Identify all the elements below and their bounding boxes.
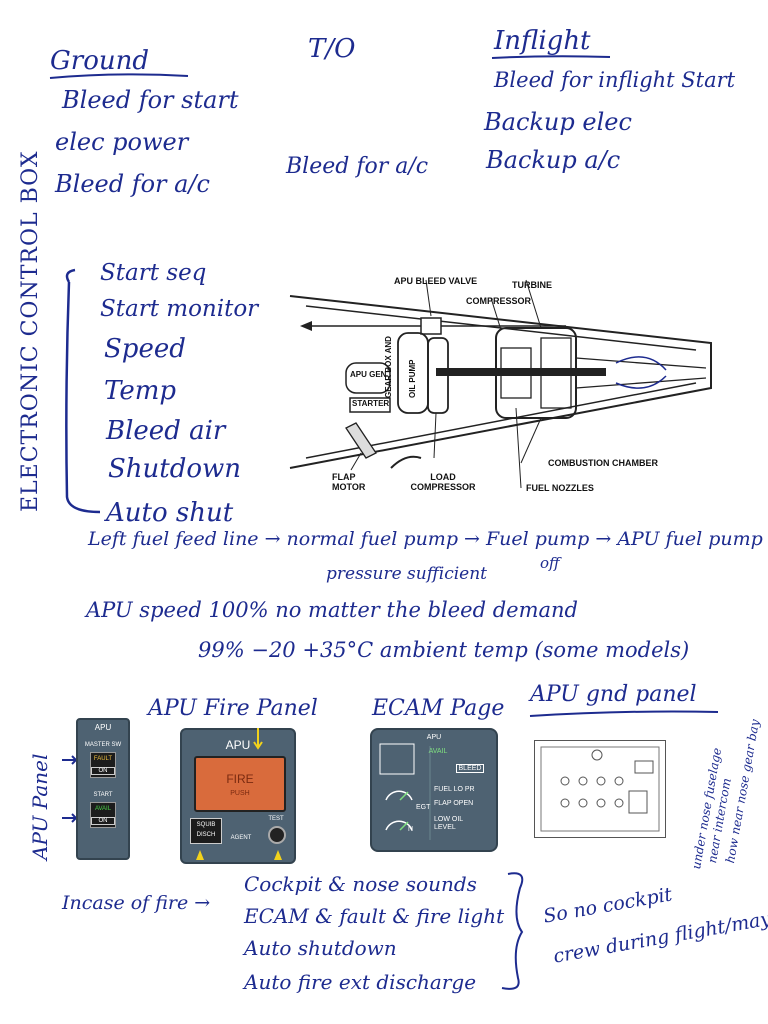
fault-light: FAULT	[93, 756, 113, 762]
takeoff-item-1: Bleed for a/c	[286, 154, 429, 179]
ecam-title: ECAM Page	[372, 696, 505, 721]
gnd-underline	[529, 710, 719, 717]
fire-item-4: Auto fire ext discharge	[244, 970, 477, 994]
ecb-title: ELECTRONIC CONTROL BOX	[18, 150, 43, 513]
ecam-page: APU AVAIL BLEED FUEL LO PR FLAP OPEN LOW…	[370, 728, 498, 852]
ecam-bleed: BLEED	[456, 764, 484, 773]
ecb-bracket	[65, 268, 101, 514]
ecam-fuel-lo: FUEL LO PR	[434, 786, 475, 793]
inflight-item-1: Bleed for inflight Start	[494, 68, 736, 92]
ecam-gauges	[379, 743, 431, 840]
ecam-header: APU	[426, 734, 442, 741]
on-light-2: ON	[91, 817, 115, 825]
label-oil-pump: OIL PUMP	[408, 359, 417, 398]
ecb-item-7: Auto shut	[106, 498, 234, 528]
master-sw-label: MASTER SW	[84, 742, 122, 748]
fire-panel-arrows	[196, 728, 282, 860]
label-starter: STARTER	[352, 399, 390, 408]
fire-push-button[interactable]: FIRE PUSH	[194, 756, 286, 812]
inflight-underline	[491, 55, 611, 59]
squib-disch-button[interactable]: SQUIB DISCH	[190, 818, 222, 844]
apu-panel-header: APU	[94, 723, 112, 732]
apu-ground-panel	[534, 740, 666, 838]
ground-item-2: elec power	[55, 128, 189, 156]
label-flap-motor: FLAP MOTOR	[332, 472, 366, 492]
avail-light: AVAIL	[94, 806, 112, 812]
label-gear-box: GEAR BOX AND	[384, 336, 393, 398]
fire-item-3: Auto shutdown	[244, 936, 397, 960]
gnd-panel-title: APU gnd panel	[530, 682, 697, 707]
fire-label: FIRE	[226, 772, 254, 786]
push-label: PUSH	[230, 790, 250, 797]
ecb-item-1: Start seq	[100, 260, 207, 286]
apu-diagram: APU BLEED VALVE TURBINE COMPRESSOR APU G…	[286, 258, 726, 503]
on-light-1: ON	[91, 767, 115, 775]
gnd-panel-drawing	[540, 746, 660, 832]
fire-panel-header: APU	[225, 738, 251, 752]
label-turbine: TURBINE	[512, 280, 552, 290]
ground-underline	[49, 73, 189, 79]
apu-speed-note-2: 99% −20 +35°C ambient temp (some models)	[198, 638, 690, 662]
ecb-item-3: Speed	[104, 334, 186, 364]
fire-item-1: Cockpit & nose sounds	[244, 872, 477, 896]
ecam-flap-open: FLAP OPEN	[434, 800, 474, 807]
ecam-low-oil: LOW OIL	[434, 816, 464, 823]
apu-speed-note: APU speed 100% no matter the bleed deman…	[86, 598, 578, 622]
ecam-n: N	[408, 826, 414, 833]
fire-panel-title: APU Fire Panel	[148, 696, 318, 721]
disch-label: DISCH	[196, 832, 216, 838]
ecam-egt: EGT	[416, 804, 431, 811]
start-button[interactable]: AVAIL ON	[90, 802, 116, 828]
fire-item-2: ECAM & fault & fire light	[244, 904, 505, 928]
apu-panel-label: APU Panel	[28, 753, 52, 860]
label-bleed-valve: APU BLEED VALVE	[394, 276, 478, 286]
agent-label: AGENT	[230, 835, 252, 841]
fire-conclusion-1: So no cockpit	[541, 883, 674, 928]
inflight-title: Inflight	[494, 26, 591, 56]
ecb-item-2: Start monitor	[100, 296, 259, 322]
master-sw-button[interactable]: FAULT ON	[90, 752, 116, 778]
label-load-compressor: LOAD COMPRESSOR	[410, 472, 476, 492]
inflight-item-3: Backup a/c	[486, 146, 621, 174]
test-button[interactable]	[268, 826, 286, 844]
ground-item-3: Bleed for a/c	[55, 170, 210, 198]
fire-prefix: Incase of fire →	[62, 892, 211, 914]
ecam-level: LEVEL	[434, 824, 456, 831]
ecb-item-6: Shutdown	[108, 454, 242, 484]
label-combustion: COMBUSTION CHAMBER	[548, 458, 658, 468]
apu-fire-panel: APU FIRE PUSH SQUIB DISCH AGENT TEST	[180, 728, 296, 864]
takeoff-title: T/O	[308, 34, 356, 64]
label-apu-gen: APU GEN	[350, 370, 387, 379]
ecb-item-4: Temp	[104, 376, 177, 406]
label-compressor: COMPRESSOR	[466, 296, 532, 306]
fire-brace	[501, 872, 524, 990]
apu-overhead-panel: APU MASTER SW FAULT ON START AVAIL ON	[76, 718, 130, 860]
fuel-off-note: off	[540, 554, 560, 572]
inflight-item-2: Backup elec	[484, 108, 632, 136]
squib-label: SQUIB	[196, 822, 216, 828]
label-fuel-nozzles: FUEL NOZZLES	[526, 483, 594, 493]
start-label: START	[93, 792, 113, 798]
fuel-sub-note: pressure sufficient	[326, 564, 488, 584]
ground-title: Ground	[50, 46, 149, 76]
ecam-avail: AVAIL	[428, 748, 448, 755]
ground-item-1: Bleed for start	[62, 86, 239, 114]
ecb-item-5: Bleed air	[106, 416, 226, 446]
test-label: TEST	[268, 816, 284, 822]
fuel-line-note: Left fuel feed line → normal fuel pump →…	[88, 528, 763, 550]
